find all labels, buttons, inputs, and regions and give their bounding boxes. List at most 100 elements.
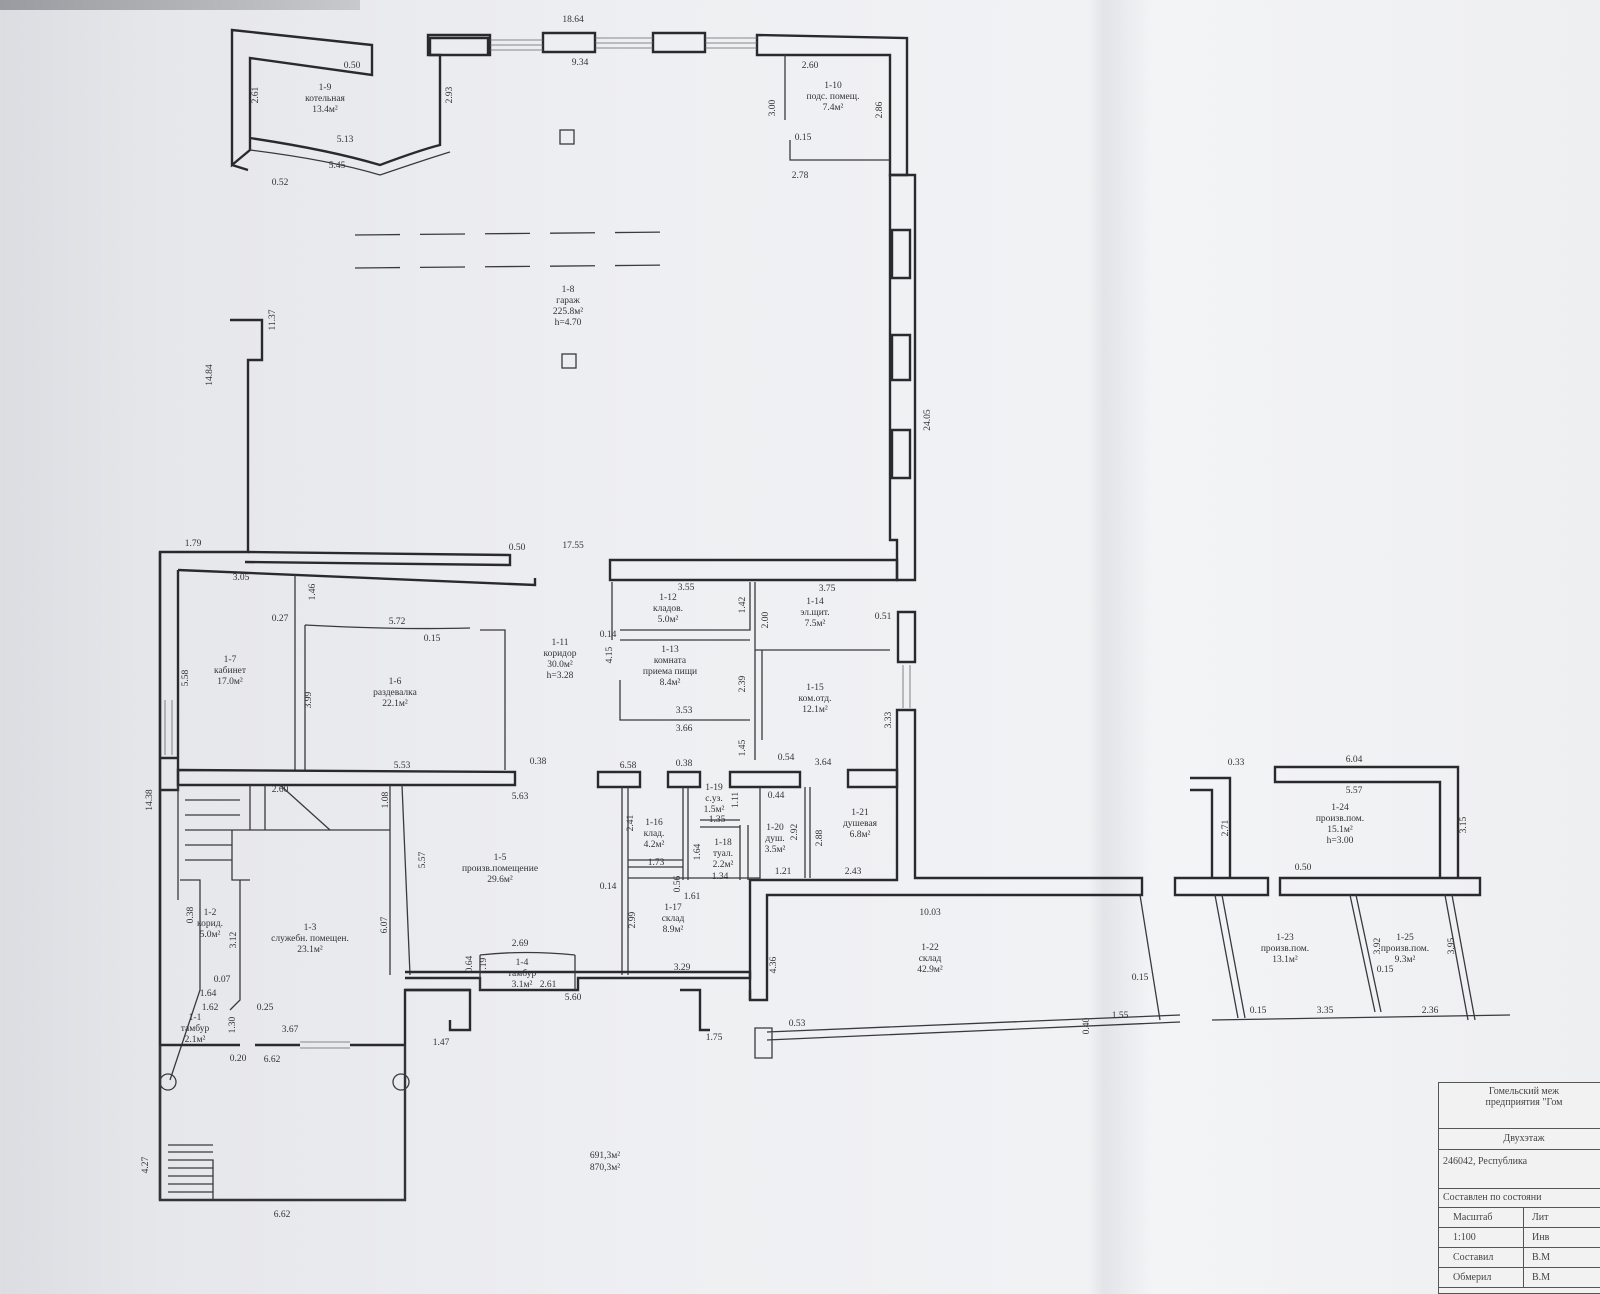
- dimension-label: 1.34: [712, 872, 729, 882]
- dimension-label: 9.34: [572, 58, 589, 68]
- dimension-label: 2.69: [512, 939, 529, 949]
- room-label-1-15: 1-15: [806, 683, 824, 693]
- room-label-1-21: душевая: [843, 819, 878, 829]
- dimension-label: 1.46: [308, 583, 318, 600]
- dimension-label: 0.14: [600, 882, 617, 892]
- room-label-1-9: котельная: [305, 94, 345, 104]
- dimension-label: 3.35: [1317, 1006, 1334, 1016]
- room-label-1-17: 1-17: [664, 903, 682, 913]
- room-label-1-7: 1-7: [224, 655, 237, 665]
- dimension-label: 1.64: [200, 989, 217, 999]
- dimension-label: 6.04: [1346, 755, 1363, 765]
- dimension-label: 18.64: [562, 15, 584, 25]
- inv-value: Инв: [1532, 1232, 1550, 1243]
- room-label-1-22: 42.9м²: [917, 965, 943, 975]
- room-label-1-8: h=4.70: [555, 318, 582, 328]
- dimension-label: 0.27: [272, 614, 289, 624]
- room-label-1-2: 1-2: [204, 908, 217, 918]
- room-label-1-1: тамбур: [181, 1023, 210, 1034]
- dimension-label: 3.55: [678, 583, 695, 593]
- room-label-1-24: 1-24: [1331, 803, 1349, 813]
- building-title: Двухэтаж: [1439, 1129, 1600, 1150]
- room-label-1-9: 13.4м²: [312, 105, 338, 115]
- dimension-label: 0.15: [1250, 1006, 1267, 1016]
- dimension-label: 4.27: [141, 1156, 151, 1173]
- title-block: Гомельский меж предприятия "Гом Двухэтаж…: [1438, 1082, 1600, 1294]
- scale-value: 1:100: [1439, 1228, 1524, 1247]
- room-label-1-21: 1-21: [851, 808, 869, 818]
- dimension-label: 11.37: [268, 309, 278, 330]
- dimension-label: 17.55: [562, 541, 584, 551]
- room-label-1-24: произв.пом.: [1316, 814, 1364, 824]
- room-label-1-5: 1-5: [494, 853, 507, 863]
- room-label-1-24: h=3.00: [1327, 836, 1354, 846]
- room-label-1-19: 1.5м²: [704, 805, 725, 815]
- dimension-label: 4.15: [605, 646, 615, 663]
- room-label-1-19: 1-19: [705, 783, 723, 793]
- dimension-label: 6.62: [264, 1055, 281, 1065]
- dimension-label: 3.67: [282, 1025, 299, 1035]
- dimension-label: 1.75: [706, 1033, 723, 1043]
- room-label-1-23: 1-23: [1276, 933, 1294, 943]
- room-label-1-23: 13.1м²: [1272, 955, 1298, 965]
- room-label-1-2: корид.: [197, 919, 223, 929]
- dimension-label: 3.29: [674, 963, 691, 973]
- room-label-1-8: 1-8: [562, 285, 575, 295]
- room-label-1-8: 225.8м²: [553, 307, 583, 317]
- dimension-label: 0.15: [795, 133, 812, 143]
- room-label-1-14: эл.щит.: [800, 608, 829, 618]
- room-label-1-20: душ.: [765, 834, 784, 844]
- room-label-1-3: 1-3: [304, 923, 317, 933]
- room-label-1-4: тамбур: [508, 968, 537, 979]
- room-label-1-22: склад: [919, 954, 942, 964]
- room-label-1-17: склад: [662, 914, 685, 924]
- general-area: 870,3м²: [590, 1163, 620, 1173]
- dimension-label: 5.72: [389, 617, 406, 627]
- room-label-1-10: 1-10: [824, 81, 842, 91]
- dimension-label: 1.47: [433, 1038, 450, 1048]
- room-label-1-7: 17.0м²: [217, 677, 243, 687]
- room-label-1-20: 1-20: [766, 823, 784, 833]
- dimension-label: 5.13: [337, 135, 354, 145]
- room-label-1-8: гараж: [556, 296, 580, 306]
- dimension-label: 2.93: [445, 86, 455, 103]
- dimension-label: 2.61: [540, 980, 557, 990]
- room-label-1-10: подс. помещ.: [807, 92, 860, 102]
- room-label-1-4: 3.1м²: [512, 980, 533, 990]
- room-label-1-14: 1-14: [806, 597, 824, 607]
- room-label-1-15: ком.отд.: [799, 694, 832, 704]
- room-label-1-12: кладов.: [653, 604, 683, 614]
- room-label-1-18: 2.2м²: [713, 860, 734, 870]
- org-line-2: предприятия "Гом: [1485, 1097, 1563, 1108]
- dimension-label: 5.63: [512, 792, 529, 802]
- dimension-label: 1.73: [648, 858, 665, 868]
- dimension-label: 0.38: [530, 757, 547, 767]
- dimension-label: 1.21: [775, 867, 792, 877]
- dimension-label: 6.62: [274, 1210, 291, 1220]
- dimension-label: 2.61: [251, 86, 261, 103]
- dimension-label: 0.25: [257, 1003, 274, 1013]
- state-date: Составлен по состояни: [1439, 1189, 1600, 1208]
- dimension-label: 2.36: [1422, 1006, 1439, 1016]
- room-label-1-25: произв.пом.: [1381, 944, 1429, 954]
- dimension-label: 2.60: [272, 785, 289, 795]
- dimension-label: 1.79: [185, 539, 202, 549]
- room-label-1-14: 7.5м²: [805, 619, 826, 629]
- dimension-label: 0.07: [214, 975, 231, 985]
- dimension-label: 1.35: [709, 815, 726, 825]
- org-line-1: Гомельский меж: [1488, 1086, 1560, 1097]
- room-label-1-2: 5.0м²: [200, 930, 221, 940]
- room-label-1-1: 1-1: [189, 1013, 202, 1023]
- dimension-label: 0.54: [778, 753, 795, 763]
- room-label-1-16: 4.2м²: [644, 840, 665, 850]
- dimension-label: 2.78: [792, 171, 809, 181]
- dimension-label: 6.58: [620, 761, 637, 771]
- room-label-1-12: 1-12: [659, 593, 677, 603]
- dimension-label: 2.86: [875, 101, 885, 118]
- dimension-label: 0.64: [465, 955, 475, 972]
- room-label-1-13: приема пищи: [643, 667, 697, 677]
- dimension-label: 0.20: [230, 1054, 247, 1064]
